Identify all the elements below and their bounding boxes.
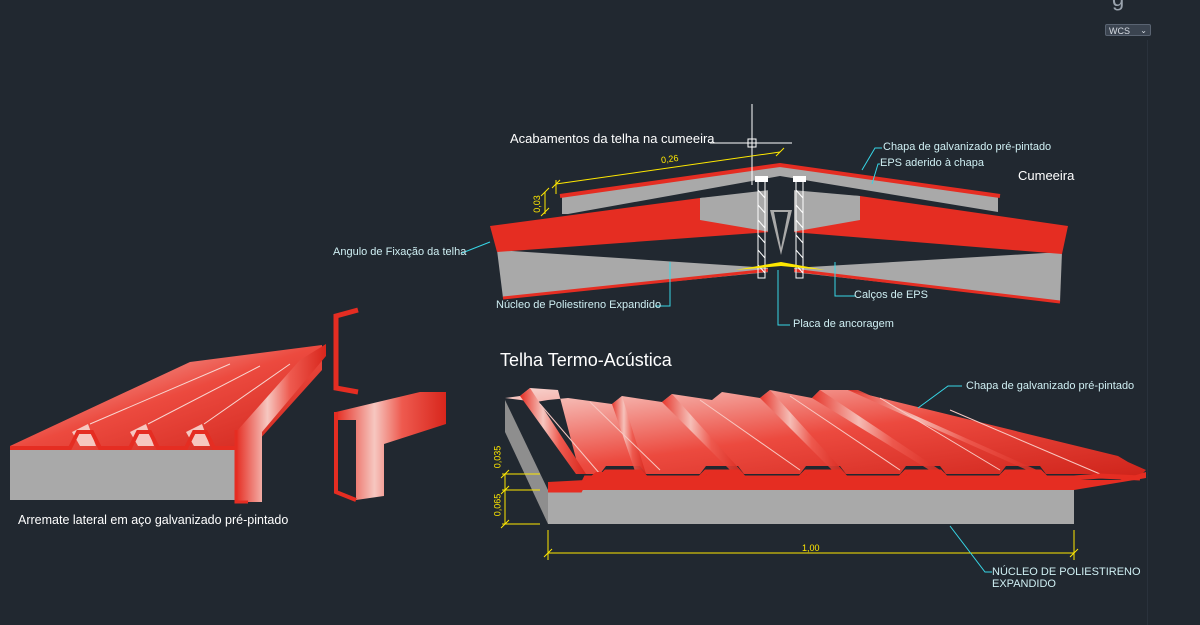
thermal-panel — [500, 385, 1146, 573]
anchor-plate — [735, 262, 825, 270]
cumeeira-heading: Acabamentos da telha na cumeeira — [510, 131, 715, 146]
ridge-cap-left — [562, 166, 780, 214]
right-panel-mid — [792, 192, 860, 232]
panel-front-red — [548, 472, 1146, 490]
left-panel-mid — [700, 192, 770, 232]
label-calcos: Calços de EPS — [854, 289, 928, 301]
dim-ridge-thickness: 0,03 — [531, 195, 542, 213]
screw-head-right — [793, 176, 806, 182]
panel-highlights — [539, 395, 1101, 475]
dim-panel-width: 1,00 — [802, 543, 820, 553]
label-eps-aderido: EPS aderido à chapa — [880, 157, 984, 169]
panel-rib-5 — [812, 390, 946, 474]
wcs-label: WCS — [1109, 26, 1130, 36]
panel-rib-4 — [760, 390, 846, 474]
ridge-detail — [461, 104, 1068, 326]
left-panel-core — [497, 250, 770, 298]
flashing-c-profile — [333, 307, 359, 395]
crosshair-cursor — [710, 104, 792, 185]
telha-heading: Telha Termo-Acústica — [500, 350, 672, 370]
cumeeira-side-label: Cumeeira — [1018, 168, 1075, 183]
label-chapa-top: Chapa de galvanizado pré-pintado — [883, 141, 1052, 153]
panel-sheet — [505, 388, 1146, 476]
chevron-down-icon: ⌄ — [1140, 26, 1147, 35]
panel-rib-6 — [848, 390, 1046, 474]
ridge-dimensions — [540, 147, 785, 217]
viewport-divider — [1147, 40, 1148, 625]
flashing-panel-core — [10, 450, 240, 500]
wedge-dark — [774, 212, 788, 248]
left-panel-bottom-sheet — [502, 268, 771, 300]
panel-dimensions — [500, 469, 1079, 560]
arremate-caption: Arremate lateral em aço galvanizado pré-… — [18, 513, 289, 527]
panel-rib-1 — [520, 388, 586, 474]
flashing-channel — [336, 392, 446, 500]
side-flashing-detail — [10, 307, 446, 504]
panel-core-side — [505, 400, 548, 524]
flashing-cap — [236, 344, 326, 502]
right-panel-sheet — [792, 196, 1068, 254]
label-nucleo: Núcleo de Poliestireno Expandido — [496, 299, 662, 311]
flashing-profile — [10, 430, 240, 450]
label-angulo: Angulo de Fixação da telha — [333, 246, 467, 258]
label-placa: Placa de ancoragem — [793, 318, 894, 330]
label-nucleo-upper: NÚCLEO DE POLIESTIRENO EXPANDIDO — [992, 566, 1141, 590]
dim-rib-height: 0,035 — [492, 445, 503, 469]
ridge-cap-sheet — [559, 162, 1001, 198]
right-panel-bottom-sheet — [791, 268, 1061, 304]
flashing-ribs — [72, 363, 291, 446]
right-panel-core — [792, 252, 1062, 302]
panel-rib-3 — [662, 394, 744, 474]
dim-core-height: 0,065 — [492, 493, 503, 517]
corner-glyph: g — [1112, 0, 1124, 12]
label-chapa-telha: Chapa de galvanizado pré-pintado — [966, 380, 1135, 392]
ridge-cap-right — [780, 166, 998, 212]
wcs-menu[interactable]: WCS ⌄ — [1105, 24, 1151, 36]
panel-leaders — [917, 385, 992, 573]
panel-core-front — [548, 490, 1074, 524]
ridge-leaders — [461, 147, 882, 326]
screw-head-left — [755, 176, 768, 182]
panel-rib-2 — [612, 396, 646, 474]
